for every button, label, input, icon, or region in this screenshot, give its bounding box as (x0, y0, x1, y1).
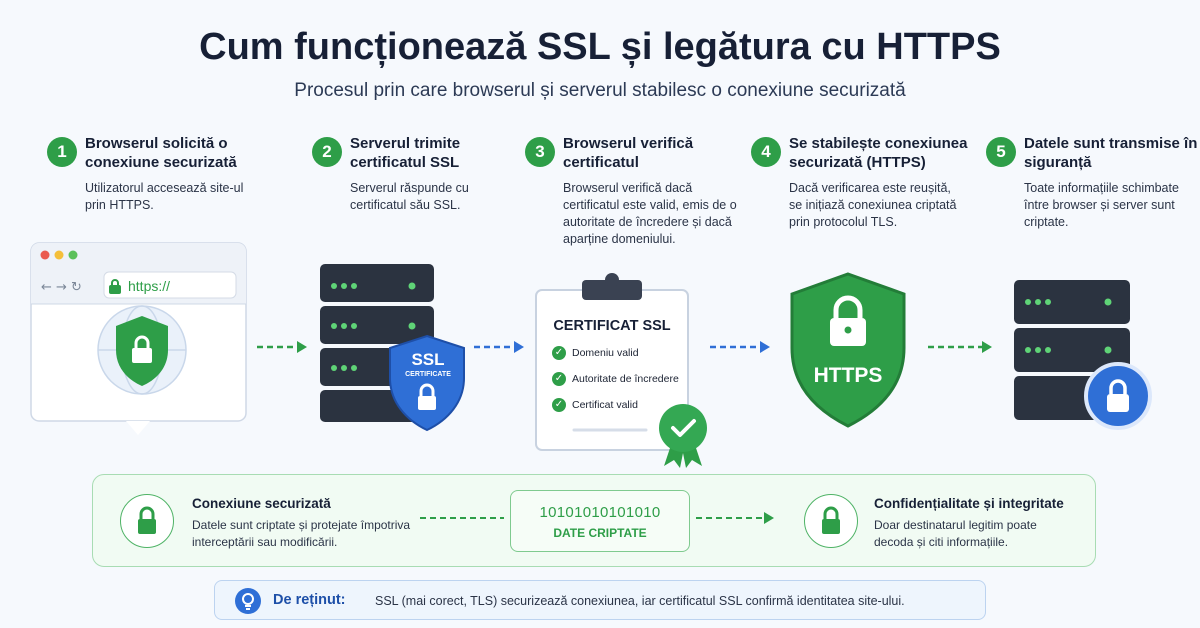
address-bar-url: https:// (128, 278, 171, 294)
encrypted-data-box: 10101010101010 DATE CRIPTATE (510, 490, 690, 552)
step-description: Toate informațiile schimbate între brows… (1024, 181, 1179, 229)
step-number: 5 (986, 137, 1016, 167)
lock-icon (120, 494, 174, 548)
step-description: Dacă verificarea este reușită, se iniția… (789, 181, 957, 229)
privacy-integrity-title: Confidențialitate și integritate (874, 496, 1064, 511)
step-number: 3 (525, 137, 555, 167)
https-shield-label: HTTPS (813, 364, 883, 387)
arrow-3-to-4 (710, 341, 770, 353)
ssl-shield-title: SSL (411, 350, 445, 369)
check-icon: ✓ (552, 398, 566, 412)
check-icon: ✓ (552, 372, 566, 386)
step-title: Browserul solicită o conexiune securizat… (85, 135, 237, 171)
secure-connection-title: Conexiune securizată (192, 496, 331, 511)
check-label: Certificat valid (572, 399, 638, 411)
arrow-4-to-5 (928, 341, 992, 353)
secure-server-illustration (1012, 278, 1156, 434)
check-icon: ✓ (552, 346, 566, 360)
https-shield-illustration (788, 270, 908, 430)
step-number: 1 (47, 137, 77, 167)
step-number: 4 (751, 137, 781, 167)
svg-text:← → ↻: ← → ↻ (41, 280, 82, 295)
check-label: Domeniu valid (572, 347, 639, 359)
lock-icon (108, 278, 122, 294)
step-description: Utilizatorul accesează site-ul prin HTTP… (85, 181, 244, 212)
browser-illustration: ← → ↻ (30, 242, 248, 442)
encrypted-data-flow-left (420, 517, 504, 519)
encrypted-data-label: DATE CRIPTATE (553, 526, 647, 540)
arrow-2-to-3 (474, 341, 524, 353)
step-title: Se stabilește conexiunea securizată (HTT… (789, 135, 968, 171)
binary-data: 10101010101010 (539, 504, 661, 521)
step-title: Serverul trimite certificatul SSL (350, 135, 461, 171)
step-title: Datele sunt transmise în siguranță (1024, 135, 1198, 171)
lock-icon (804, 494, 858, 548)
certificate-title: CERTIFICAT SSL (553, 318, 671, 334)
page-subtitle: Procesul prin care browserul și serverul… (294, 80, 906, 101)
page-title: Cum funcționează SSL și legătura cu HTTP… (199, 26, 1001, 68)
step-description: Browserul verifică dacă certificatul est… (563, 181, 737, 246)
secure-connection-description: Datele sunt criptate și protejate împotr… (192, 518, 411, 549)
check-label: Autoritate de încredere (572, 373, 679, 385)
privacy-integrity-description: Doar destinatarul legitim poate decoda ș… (874, 518, 1037, 549)
server-illustration (318, 262, 470, 434)
note-title: De reținut: (273, 592, 346, 608)
step-description: Serverul răspunde cu certificatul său SS… (350, 181, 469, 212)
encrypted-data-flow-right (696, 512, 774, 524)
step-title: Browserul verifică certificatul (563, 135, 694, 171)
step-number: 2 (312, 137, 342, 167)
certificate-illustration (534, 270, 714, 470)
arrow-1-to-2 (257, 341, 307, 353)
note-box: De reținut: SSL (mai corect, TLS) securi… (214, 580, 986, 620)
ssl-shield-subtitle: CERTIFICATE (405, 371, 451, 378)
lightbulb-icon (235, 588, 261, 614)
note-text: SSL (mai corect, TLS) securizează conexi… (375, 594, 905, 608)
